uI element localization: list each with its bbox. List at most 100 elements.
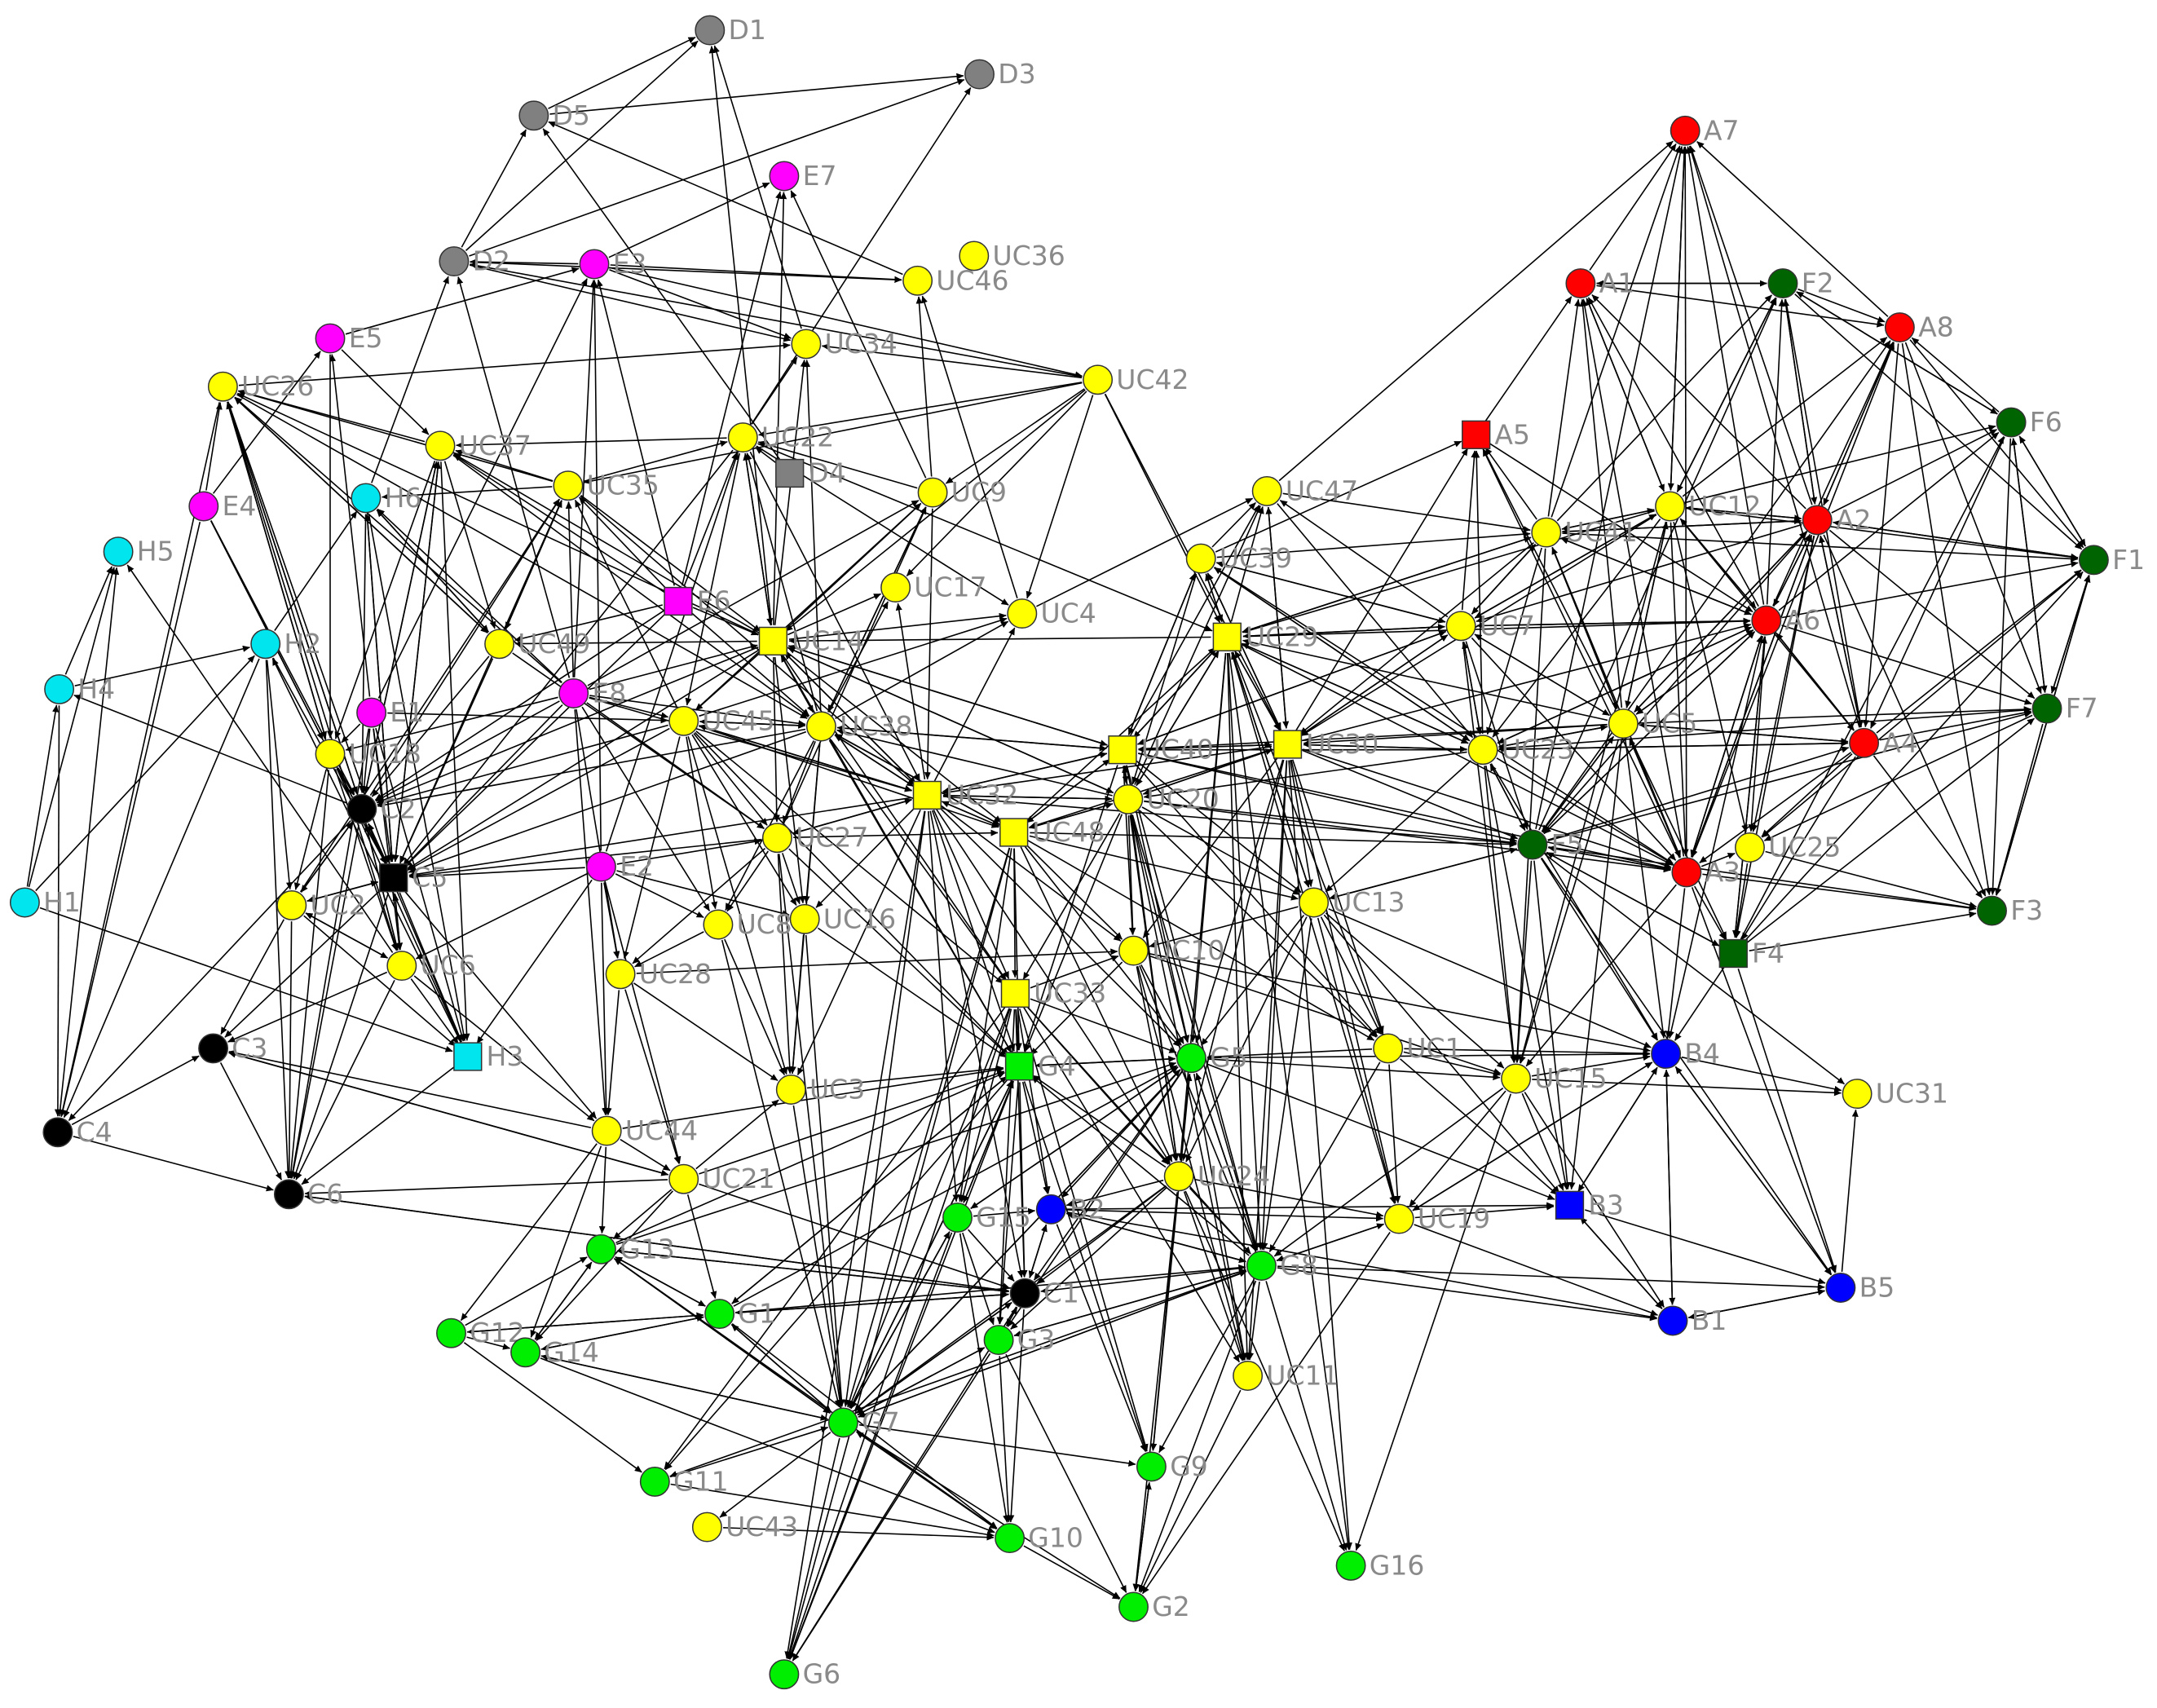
node-UC7[interactable]: UC7 [1445, 610, 1535, 642]
node-H4[interactable]: H4 [44, 673, 115, 704]
node-F4[interactable]: F4 [1718, 937, 1784, 969]
node-UC5-shape[interactable] [1608, 708, 1639, 739]
node-G6-shape[interactable] [769, 1659, 800, 1690]
node-UC27[interactable]: UC27 [761, 822, 869, 854]
node-G15[interactable]: G15 [942, 1201, 1031, 1233]
node-UC8-shape[interactable] [703, 909, 734, 940]
node-G6[interactable]: G6 [769, 1658, 840, 1690]
node-UC33[interactable]: UC33 [1000, 977, 1107, 1008]
node-E6[interactable]: E6 [664, 585, 731, 616]
node-B1-shape[interactable] [1657, 1305, 1688, 1336]
node-G3-shape[interactable] [983, 1325, 1014, 1356]
node-D1-shape[interactable] [695, 15, 726, 46]
node-UC43-shape[interactable] [691, 1512, 722, 1542]
node-UC40[interactable]: UC40 [1108, 734, 1214, 766]
node-UC35-shape[interactable] [553, 470, 584, 501]
node-UC30[interactable]: UC30 [1273, 728, 1379, 760]
node-F6-shape[interactable] [1996, 407, 2027, 438]
node-H6-shape[interactable] [351, 483, 382, 514]
node-H2-shape[interactable] [250, 629, 281, 660]
node-UC21-shape[interactable] [668, 1163, 699, 1194]
node-UC13-shape[interactable] [1299, 887, 1330, 918]
node-UC7-shape[interactable] [1445, 611, 1476, 642]
node-UC13[interactable]: UC13 [1299, 886, 1405, 918]
node-UC15[interactable]: UC15 [1501, 1062, 1608, 1094]
node-UC25-shape[interactable] [1735, 832, 1765, 863]
node-UC41-shape[interactable] [1531, 517, 1562, 548]
node-G16-shape[interactable] [1335, 1550, 1366, 1581]
node-A3-shape[interactable] [1671, 857, 1702, 888]
node-UC15-shape[interactable] [1501, 1063, 1532, 1094]
node-A2-shape[interactable] [1802, 505, 1833, 536]
node-A5[interactable]: A5 [1462, 418, 1530, 450]
node-G3[interactable]: G3 [983, 1324, 1055, 1356]
node-UC12-shape[interactable] [1655, 491, 1686, 522]
node-H5-shape[interactable] [103, 536, 134, 567]
node-UC35[interactable]: UC35 [553, 470, 659, 501]
node-UC20-shape[interactable] [1113, 783, 1144, 814]
node-H6[interactable]: H6 [351, 482, 421, 514]
node-E5-shape[interactable] [315, 323, 346, 354]
node-A4-shape[interactable] [1849, 727, 1880, 758]
node-C5[interactable]: C5 [379, 862, 448, 894]
node-B5[interactable]: B5 [1825, 1272, 1895, 1304]
node-F2[interactable]: F2 [1767, 267, 1834, 299]
node-UC16[interactable]: UC16 [789, 903, 897, 934]
node-E4[interactable]: E4 [188, 490, 256, 522]
node-E7-shape[interactable] [769, 161, 800, 192]
node-B5-shape[interactable] [1825, 1273, 1856, 1303]
node-E3-shape[interactable] [579, 249, 610, 280]
node-G7-shape[interactable] [827, 1407, 858, 1438]
node-UC34[interactable]: UC34 [791, 328, 898, 360]
node-UC3-shape[interactable] [775, 1075, 806, 1105]
node-A8-shape[interactable] [1884, 312, 1915, 343]
node-G14-shape[interactable] [510, 1337, 541, 1368]
node-G5[interactable]: G5 [1176, 1042, 1248, 1074]
node-UC22-shape[interactable] [727, 422, 758, 453]
node-E7[interactable]: E7 [769, 160, 836, 192]
node-A1-shape[interactable] [1565, 268, 1596, 299]
node-C1[interactable]: C1 [1009, 1277, 1079, 1309]
node-UC29-shape[interactable] [1212, 622, 1242, 651]
node-G4-shape[interactable] [1004, 1052, 1034, 1081]
node-E5[interactable]: E5 [315, 322, 383, 354]
node-E3[interactable]: E3 [579, 248, 647, 280]
node-C3-shape[interactable] [198, 1033, 229, 1064]
node-D4[interactable]: D4 [775, 457, 846, 489]
node-C5-shape[interactable] [379, 863, 408, 893]
node-D2-shape[interactable] [439, 246, 470, 277]
node-UC4[interactable]: UC4 [1007, 598, 1096, 629]
node-UC6-shape[interactable] [386, 951, 417, 982]
node-A7[interactable]: A7 [1670, 114, 1740, 146]
node-E4-shape[interactable] [188, 491, 219, 522]
node-D3-shape[interactable] [964, 59, 995, 90]
node-UC2[interactable]: UC2 [276, 889, 366, 920]
node-UC36-shape[interactable] [959, 241, 990, 271]
node-G4[interactable]: G4 [1004, 1050, 1076, 1082]
node-A8[interactable]: A8 [1884, 311, 1954, 343]
node-B2[interactable]: B2 [1035, 1193, 1105, 1225]
node-F3[interactable]: F3 [1977, 894, 2043, 926]
node-UC5[interactable]: UC5 [1608, 708, 1698, 739]
node-UC42[interactable]: UC42 [1083, 364, 1189, 395]
node-UC10-shape[interactable] [1118, 935, 1149, 966]
node-C2[interactable]: C2 [346, 792, 417, 824]
node-UC3[interactable]: UC3 [775, 1074, 866, 1106]
node-UC49-shape[interactable] [484, 629, 515, 660]
node-A5-shape[interactable] [1462, 420, 1491, 449]
node-UC37[interactable]: UC37 [425, 430, 532, 461]
node-UC19[interactable]: UC19 [1383, 1203, 1491, 1234]
node-F5[interactable]: F5 [1517, 828, 1584, 860]
node-B2-shape[interactable] [1035, 1194, 1066, 1225]
node-G2[interactable]: G2 [1118, 1591, 1190, 1622]
node-UC47[interactable]: UC47 [1251, 474, 1359, 506]
node-E6-shape[interactable] [664, 586, 693, 616]
node-G14[interactable]: G14 [510, 1336, 599, 1368]
node-UC17-shape[interactable] [880, 572, 911, 603]
node-E8-shape[interactable] [558, 678, 589, 708]
node-G7[interactable]: G7 [827, 1406, 900, 1438]
node-D3[interactable]: D3 [964, 58, 1036, 90]
node-B3-shape[interactable] [1555, 1190, 1585, 1220]
node-D5-shape[interactable] [518, 100, 549, 131]
node-D4-shape[interactable] [775, 458, 805, 488]
